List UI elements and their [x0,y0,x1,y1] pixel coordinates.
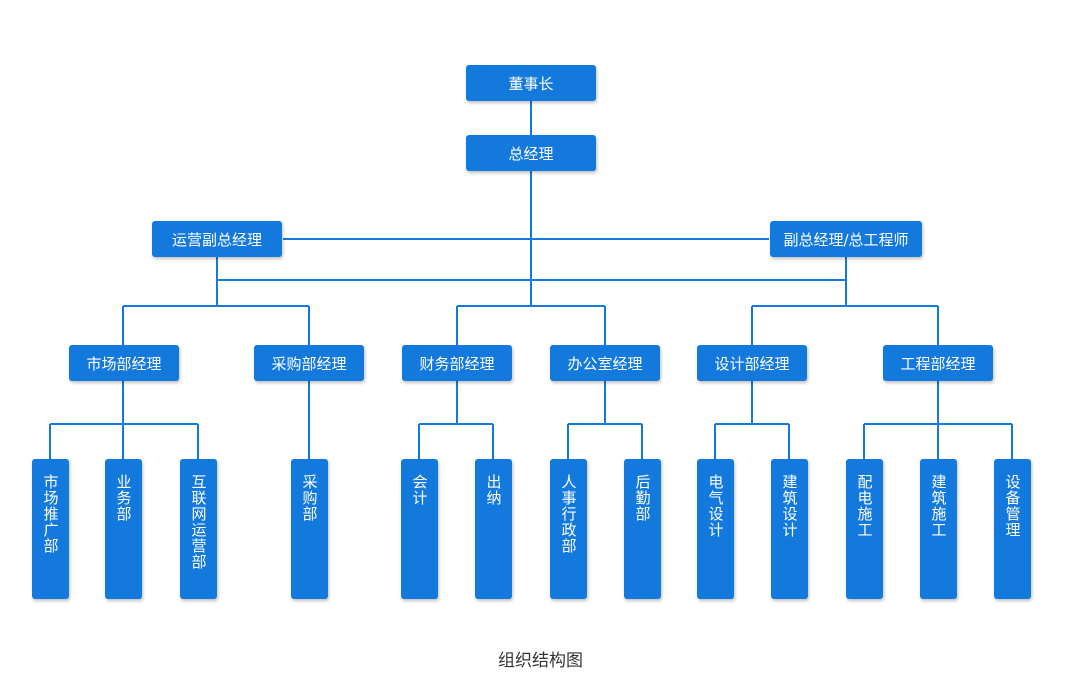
node-label: 董事长 [508,74,554,93]
node-design-manager: 设计部经理 [697,345,807,381]
node-unit-logistics: 后勤部 [624,459,661,599]
node-unit-equipment-management: 设备管理 [994,459,1031,599]
node-office-manager: 办公室经理 [550,345,660,381]
node-label: 采购部 [300,474,319,522]
node-vp-engineering: 副总经理/总工程师 [770,221,922,257]
node-label: 设计部经理 [714,354,790,373]
node-label: 建筑施工 [929,474,948,538]
node-label: 市场推广部 [41,474,60,554]
node-engineering-manager: 工程部经理 [883,345,993,381]
figure-caption: 组织结构图 [498,651,583,671]
node-general-manager: 总经理 [466,135,596,171]
node-unit-marketing-promotion: 市场推广部 [32,459,69,599]
node-unit-purchasing: 采购部 [291,459,328,599]
node-label: 出纳 [484,474,503,506]
node-label: 副总经理/总工程师 [783,230,909,249]
node-label: 建筑设计 [780,474,799,538]
node-label: 总经理 [508,144,554,163]
node-label: 后勤部 [633,474,652,522]
node-label: 设备管理 [1003,474,1022,538]
node-unit-building-construction: 建筑施工 [920,459,957,599]
node-label: 运营副总经理 [171,230,262,249]
node-marketing-manager: 市场部经理 [69,345,179,381]
node-label: 业务部 [114,474,133,522]
node-chairman: 董事长 [466,65,596,101]
node-unit-hr-admin: 人事行政部 [550,459,587,599]
node-label: 办公室经理 [567,354,643,373]
node-unit-business: 业务部 [105,459,142,599]
node-unit-cashier: 出纳 [475,459,512,599]
node-label: 会计 [410,474,429,506]
node-unit-power-construction: 配电施工 [846,459,883,599]
node-label: 人事行政部 [559,474,578,554]
node-vp-operations: 运营副总经理 [152,221,282,257]
node-unit-architectural-design: 建筑设计 [771,459,808,599]
node-label: 互联网运营部 [189,474,208,570]
node-finance-manager: 财务部经理 [402,345,512,381]
node-label: 采购部经理 [271,354,347,373]
node-label: 配电施工 [855,474,874,538]
node-unit-electrical-design: 电气设计 [697,459,734,599]
node-label: 财务部经理 [419,354,495,373]
node-unit-accounting: 会计 [401,459,438,599]
node-label: 市场部经理 [86,354,162,373]
node-label: 工程部经理 [900,354,976,373]
node-unit-internet-operations: 互联网运营部 [180,459,217,599]
node-purchasing-manager: 采购部经理 [254,345,364,381]
node-label: 电气设计 [706,474,725,538]
